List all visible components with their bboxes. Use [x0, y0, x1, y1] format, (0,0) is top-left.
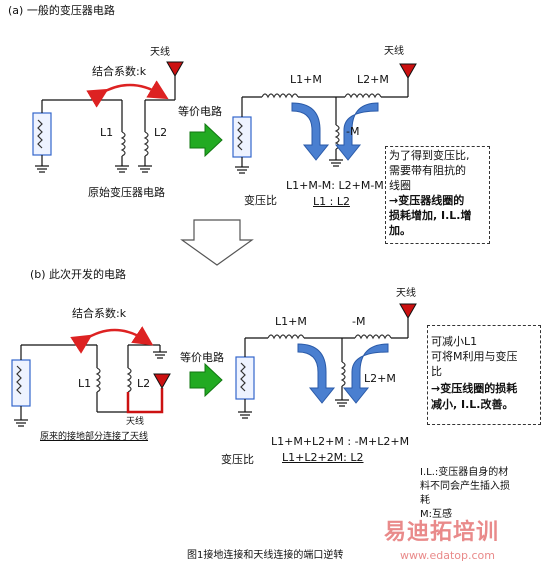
- equiv-label-b: 等价电路: [180, 351, 224, 364]
- note-box-b: 可减小L1 可将M利用与变压 比 →变压线圈的损耗 减小, I.L.改善。: [427, 325, 541, 425]
- watermark-brand: 易迪拓培训: [384, 520, 500, 545]
- source-a-original: [32, 100, 52, 173]
- ratio-formula-a: L1+M-M: L2+M-M: [286, 179, 384, 192]
- l2-label-a: L2: [154, 126, 168, 139]
- transition-arrow: [180, 219, 254, 266]
- coupling-arc-a: [86, 80, 169, 108]
- note-b-line2: 可将M利用与变压: [431, 350, 518, 363]
- antenna-label-b-original: 天线: [126, 417, 145, 427]
- note-b-line5: 减小, I.L.改善。: [431, 398, 514, 411]
- figure-caption: 图1接地连接和天线连接的端口逆转: [187, 550, 344, 561]
- antenna-label-a-equivalent: 天线: [384, 46, 404, 57]
- watermark-url: www.edatop.com: [400, 549, 495, 562]
- legend-line3: 耗: [420, 495, 430, 506]
- blue-arrow-b-left: [297, 343, 336, 404]
- legend-line2: 料不同会产生插入损: [420, 481, 510, 492]
- circuit-b-original: [11, 344, 167, 427]
- circuit-a-equivalent: [232, 78, 409, 174]
- blue-arrow-a-left: [291, 102, 330, 161]
- neg-m-label-b: -M: [352, 315, 366, 328]
- green-arrow-b: [189, 362, 223, 398]
- note-a-line6: 加。: [389, 224, 411, 237]
- l1m-label-b: L1+M: [275, 315, 307, 328]
- note-box-a: 为了得到变压比, 需要带有阻抗的 线圈 →变压器线圈的 损耗增加, I.L.增 …: [385, 146, 490, 244]
- note-b-line1: 可减小L1: [431, 335, 478, 348]
- green-arrow-a: [189, 122, 223, 158]
- legend-line1: I.L.:变压器自身的材: [420, 467, 509, 478]
- blue-arrow-b-right: [342, 343, 389, 404]
- circuit-b-equivalent: [235, 318, 409, 419]
- note-a-line4: →变压器线圈的: [389, 194, 465, 207]
- coupling-arc-b: [70, 326, 154, 354]
- caption-b-original: 原来的接地部分连接了天线: [40, 432, 149, 442]
- note-a-line5: 损耗增加, I.L.增: [389, 209, 472, 222]
- blue-arrow-a-right: [334, 102, 379, 161]
- section-a-heading: (a) 一般的变压器电路: [8, 4, 115, 17]
- l1-label-a: L1: [100, 126, 114, 139]
- antenna-a-equivalent: [399, 63, 417, 80]
- l2m-label-b: L2+M: [364, 372, 396, 385]
- coupling-label-b: 结合系数:k: [72, 307, 127, 320]
- antenna-label-a-original: 天线: [150, 47, 170, 58]
- antenna-wire-b: [126, 388, 164, 414]
- neg-m-label-a: -M: [346, 125, 360, 138]
- ratio-label-b: 变压比: [221, 453, 254, 466]
- ratio-label-a: 变压比: [244, 194, 277, 207]
- caption-a-original: 原始变压器电路: [88, 186, 165, 199]
- note-b-line3: 比: [431, 365, 442, 378]
- antenna-label-b-equivalent: 天线: [396, 288, 416, 299]
- ratio-simple-a: L1 : L2: [313, 195, 350, 208]
- l1m-label-a: L1+M: [290, 73, 322, 86]
- coupling-label-a: 结合系数:k: [92, 65, 147, 78]
- antenna-b-equivalent: [399, 303, 417, 320]
- note-a-line3: 线圈: [389, 179, 411, 192]
- note-a-line1: 为了得到变压比,: [389, 149, 470, 162]
- note-a-line2: 需要带有阻抗的: [389, 164, 466, 177]
- note-b-line4: →变压线圈的损耗: [431, 382, 518, 395]
- ratio-simple-b: L1+L2+2M: L2: [282, 451, 364, 464]
- ratio-formula-b: L1+M+L2+M : -M+L2+M: [271, 435, 410, 448]
- legend-line4: M:互感: [420, 509, 452, 520]
- antenna-a-original: [166, 61, 184, 78]
- equiv-label-a: 等价电路: [178, 105, 222, 118]
- coil-l1-a: [120, 131, 126, 157]
- l1-label-b: L1: [78, 377, 92, 390]
- section-b-heading: (b) 此次开发的电路: [30, 268, 127, 281]
- l2-label-b: L2: [137, 377, 151, 390]
- antenna-b-original: [153, 373, 171, 390]
- l2m-label-a: L2+M: [357, 73, 389, 86]
